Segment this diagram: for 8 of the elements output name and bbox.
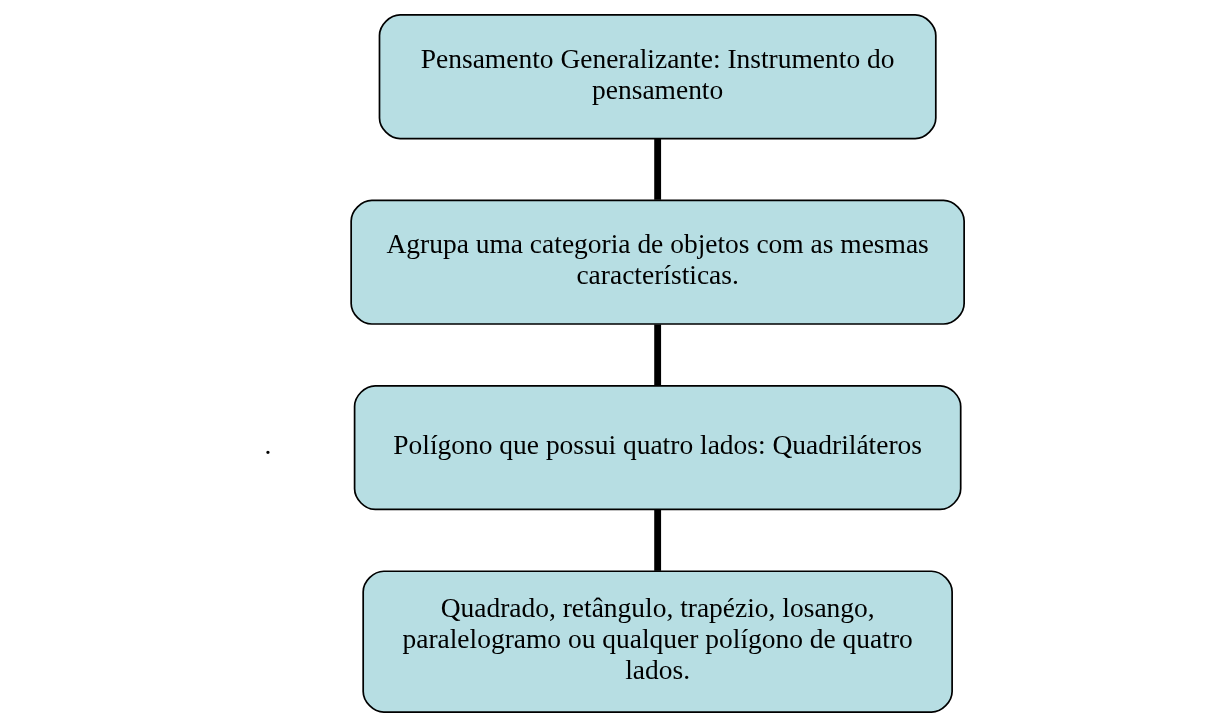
connector	[654, 509, 662, 571]
node-box: Agrupa uma categoria de objetos com as mesmas características.	[350, 199, 965, 325]
label: .	[264, 430, 272, 461]
connector	[654, 324, 662, 386]
node-box: Polígono que possui quatro lados: Quadriláteros	[353, 384, 962, 511]
node-box: Quadrado, retângulo, trapézio, losango, paralelogramo ou qualquer polígono de quatro lados.	[362, 570, 953, 713]
connector	[654, 139, 662, 200]
node-box: Pensamento Generalizante: Instrumento do pensamento	[378, 14, 937, 140]
